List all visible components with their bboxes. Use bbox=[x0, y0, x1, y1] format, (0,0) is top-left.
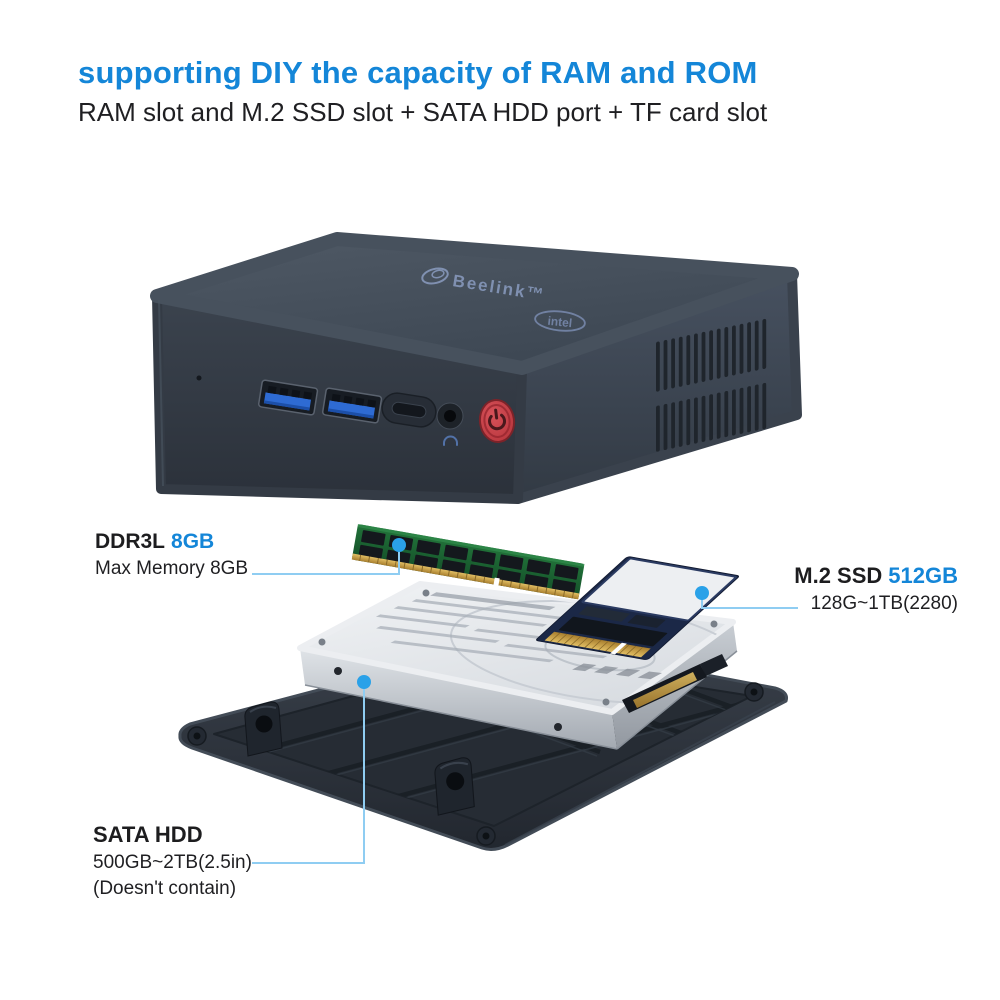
ddr3l-ram-stick bbox=[351, 524, 585, 600]
ram-label-name: DDR3L bbox=[95, 530, 166, 553]
intel-logo: intel bbox=[534, 310, 586, 332]
page-title: supporting DIY the capacity of RAM and R… bbox=[78, 55, 758, 90]
hdd-callout-dot bbox=[357, 675, 371, 689]
hdd-sata-connector bbox=[622, 654, 728, 713]
mini-pc-top-face bbox=[150, 232, 799, 375]
ram-callout-dot bbox=[392, 538, 406, 552]
tray-mount-post bbox=[434, 757, 475, 816]
tray-mount-post bbox=[244, 701, 283, 757]
ssd-label-value: 512GB bbox=[888, 563, 958, 588]
tray-screw-boss bbox=[187, 682, 764, 846]
hdd-label-note: (Doesn't contain) bbox=[93, 878, 237, 899]
ssd-label-detail: 128G~1TB(2280) bbox=[810, 593, 958, 614]
ssd-callout-dot bbox=[695, 586, 709, 600]
mic-pinhole bbox=[196, 375, 202, 381]
ram-edge-connector bbox=[351, 553, 580, 600]
ram-label-detail: Max Memory 8GB bbox=[95, 558, 249, 579]
hdd-side-screw-hole bbox=[554, 723, 562, 731]
ram-callout-line bbox=[252, 545, 400, 575]
ssd-nand-chip bbox=[558, 616, 668, 647]
callout-dots bbox=[357, 538, 709, 689]
ram-label-value: 8GB bbox=[171, 530, 215, 553]
audio-jack[interactable] bbox=[436, 402, 464, 430]
hdd-callout-line bbox=[252, 682, 365, 864]
power-icon bbox=[488, 408, 507, 431]
page-subtitle: RAM slot and M.2 SSD slot + SATA HDD por… bbox=[78, 97, 768, 127]
hdd-callout-label: SATA HDD 500GB~2TB(2.5in) (Doesn't conta… bbox=[93, 822, 252, 900]
mini-pc: Beelink™ intel bbox=[150, 232, 802, 504]
hdd-label-name: SATA HDD bbox=[93, 822, 203, 847]
intel-logo-text: intel bbox=[547, 314, 573, 331]
power-button[interactable] bbox=[478, 398, 517, 444]
headphone-icon bbox=[443, 435, 458, 446]
m2-ssd-stick bbox=[536, 556, 740, 660]
usb-c-port[interactable] bbox=[380, 391, 438, 429]
hdd-side-screw-hole bbox=[334, 667, 342, 675]
ssd-label-name: M.2 SSD bbox=[794, 563, 883, 588]
ssd-label-sticker bbox=[581, 557, 737, 622]
hdd-label-detail: 500GB~2TB(2.5in) bbox=[93, 852, 252, 873]
